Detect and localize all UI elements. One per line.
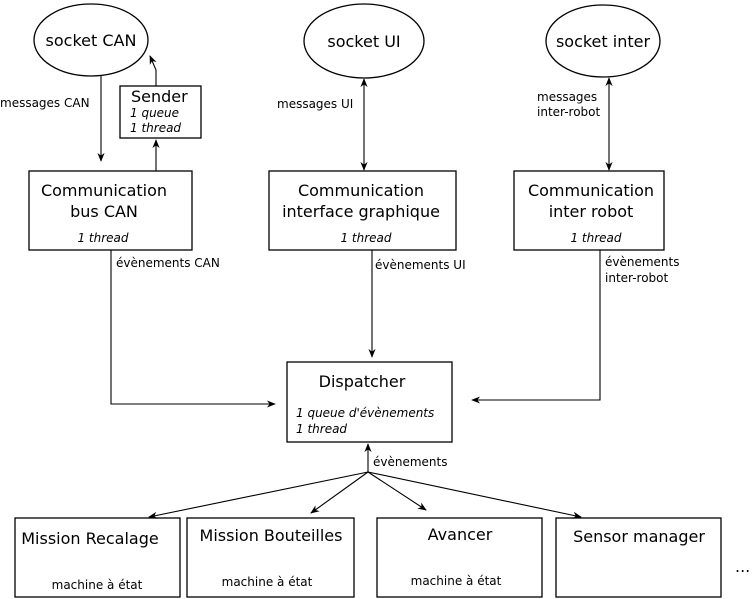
sender-title: Sender: [131, 87, 188, 106]
mission-recalage-sub: machine à état: [52, 578, 143, 592]
comm-ui-line2: interface graphique: [282, 202, 440, 221]
socket-inter-node: socket inter: [545, 4, 661, 78]
edge-sender-to-socket-can: [149, 55, 157, 86]
label-events-inter-2: inter-robot: [605, 271, 668, 285]
label-events-inter-1: évènements: [605, 255, 680, 269]
edge-hub-to-avancer: [367, 471, 427, 511]
avancer-title: Avancer: [428, 525, 493, 544]
label-messages-inter-1: messages: [537, 90, 597, 104]
label-messages-ui: messages UI: [277, 97, 353, 111]
comm-inter-line1: Communication: [528, 181, 654, 200]
mission-recalage-title: Mission Recalage: [21, 529, 158, 548]
sensor-manager-title: Sensor manager: [573, 527, 705, 546]
comm-can-node: Communication bus CAN 1 thread: [28, 170, 193, 251]
avancer-node: Avancer machine à état: [376, 517, 543, 598]
label-events-ui: évènements UI: [375, 258, 466, 272]
edge-comm-can-to-dispatcher: [110, 250, 276, 408]
sender-node: Sender 1 queue 1 thread: [119, 85, 202, 139]
label-messages-can: messages CAN: [0, 96, 90, 110]
edge-hub-to-recalage: [148, 471, 369, 519]
dispatcher-node: Dispatcher 1 queue d'évènements 1 thread: [286, 361, 453, 443]
comm-can-line1: Communication: [41, 181, 167, 200]
socket-ui-label: socket UI: [327, 32, 400, 51]
dispatcher-title: Dispatcher: [319, 372, 406, 391]
comm-ui-thread: 1 thread: [340, 231, 391, 245]
comm-ui-node: Communication interface graphique 1 thre…: [268, 170, 457, 251]
comm-ui-line1: Communication: [298, 181, 424, 200]
socket-can-node: socket CAN: [33, 3, 149, 77]
edge-comm-inter-to-dispatcher: [471, 250, 601, 404]
comm-can-line2: bus CAN: [70, 202, 138, 221]
mission-bouteilles-sub: machine à état: [222, 575, 313, 589]
more-ellipsis: ...: [735, 557, 750, 576]
sender-queue: 1 queue: [130, 106, 179, 120]
mission-bouteilles-node: Mission Bouteilles machine à état: [186, 517, 355, 598]
comm-can-thread: 1 thread: [77, 231, 128, 245]
comm-inter-node: Communication inter robot 1 thread: [513, 170, 665, 251]
socket-can-label: socket CAN: [46, 31, 137, 50]
socket-inter-label: socket inter: [556, 32, 651, 51]
avancer-sub: machine à état: [411, 574, 502, 588]
edge-hub-to-sensor: [367, 471, 582, 519]
socket-ui-node: socket UI: [303, 3, 425, 79]
mission-recalage-node: Mission Recalage machine à état: [14, 517, 181, 598]
label-events-can: évènements CAN: [116, 256, 220, 270]
comm-inter-thread: 1 thread: [570, 231, 621, 245]
mission-bouteilles-title: Mission Bouteilles: [200, 526, 343, 545]
label-messages-inter-2: inter-robot: [537, 105, 600, 119]
sensor-manager-node: Sensor manager: [555, 517, 722, 598]
label-events: évènements: [373, 455, 448, 469]
dispatcher-thread: 1 thread: [296, 422, 347, 436]
sender-thread: 1 thread: [130, 121, 181, 135]
edge-hub-to-bouteilles: [310, 471, 369, 514]
comm-inter-line2: inter robot: [549, 202, 634, 221]
dispatcher-queue: 1 queue d'évènements: [296, 406, 434, 420]
